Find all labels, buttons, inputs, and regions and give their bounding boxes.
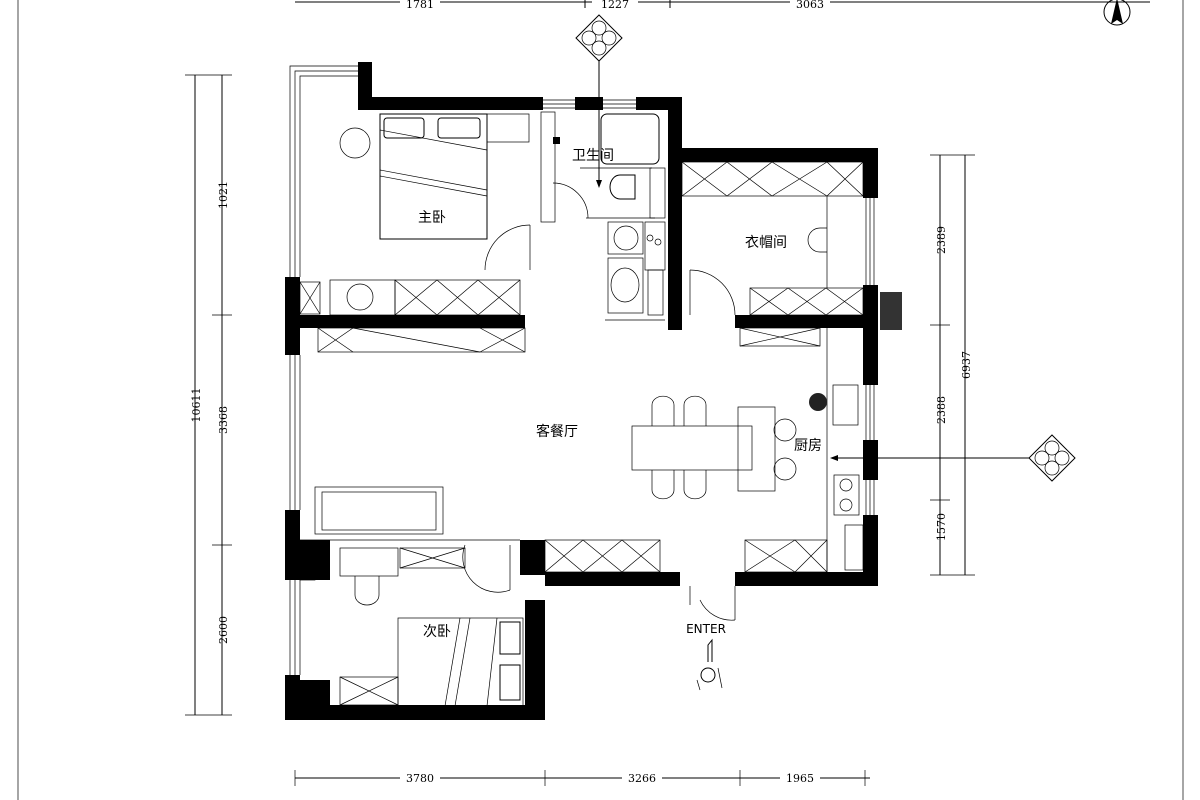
cabinet [744, 539, 828, 573]
room-label-bathroom: 卫生间 [572, 148, 614, 164]
drawing-frame [17, 0, 1184, 800]
chair [807, 227, 827, 253]
bathroom-fixtures [540, 111, 666, 321]
room-label-second-bedroom: 次卧 [423, 624, 451, 640]
right-dimension-lines: 2389 2388 1570 6937 [930, 154, 975, 576]
person-icon [696, 638, 723, 691]
dim-left-1: 1021 [217, 181, 230, 209]
second-bedroom-furniture [299, 544, 524, 707]
ac-unit [880, 292, 902, 330]
person-icon [809, 393, 827, 411]
living-dining-furniture [300, 327, 864, 573]
cloakroom-furniture [681, 161, 902, 330]
dim-left-2: 3368 [217, 406, 230, 434]
kitchen-island [737, 406, 776, 492]
left-dimension-lines: 10611 1021 3368 2600 [185, 74, 232, 716]
basin [610, 267, 640, 303]
dim-top-1: 1781 [406, 0, 434, 11]
dim-left-total: 10611 [190, 388, 203, 423]
bathtub [600, 113, 660, 165]
lamp [339, 127, 371, 159]
door-swing [484, 224, 531, 271]
desk [339, 547, 399, 577]
dim-right-3: 1570 [935, 513, 948, 541]
walls [285, 62, 878, 720]
entrance-label: ENTER [686, 622, 726, 636]
wardrobe [394, 279, 521, 316]
dim-top-3: 3063 [796, 0, 824, 11]
entry-door [689, 586, 736, 621]
double-bed [379, 113, 488, 240]
stool [773, 418, 797, 442]
dim-bottom-3: 1965 [786, 772, 814, 785]
washer [613, 225, 639, 251]
section-marker-icon [575, 14, 623, 188]
sink [832, 384, 859, 426]
nightstand [486, 113, 530, 143]
dim-right-2: 2388 [935, 396, 948, 424]
chairs [651, 395, 707, 426]
chair [354, 576, 380, 606]
door-swing [552, 182, 589, 219]
shower-icon [553, 137, 560, 144]
door-swing [689, 269, 736, 316]
stool [773, 457, 797, 481]
bottom-dimension-lines: 3780 3266 1965 [294, 770, 870, 786]
dim-bottom-2: 3266 [628, 772, 656, 785]
chairs [651, 470, 707, 500]
pillow [437, 117, 481, 139]
wardrobe [681, 161, 864, 197]
door-swing [462, 544, 511, 593]
dim-top-2: 1227 [601, 0, 629, 11]
room-label-master-bedroom: 主卧 [418, 210, 446, 226]
dim-bottom-1: 3780 [406, 772, 434, 785]
room-label-cloakroom: 衣帽间 [745, 235, 787, 251]
north-arrow-icon [1103, 0, 1131, 26]
toilet-icon [609, 174, 636, 200]
room-label-living-dining: 客餐厅 [536, 423, 578, 440]
shoe-cabinet [544, 539, 661, 573]
cabinet [749, 287, 864, 316]
windows [289, 65, 875, 675]
dining-table [631, 425, 753, 471]
sofa [314, 486, 444, 535]
dim-right-1: 2389 [935, 226, 948, 254]
pillow [383, 117, 425, 139]
cabinet [317, 327, 526, 353]
bed [397, 617, 524, 707]
room-label-kitchen: 厨房 [794, 438, 822, 454]
stove [833, 474, 860, 516]
master-bedroom-furniture [299, 113, 531, 316]
dim-left-3: 2600 [217, 616, 230, 644]
dim-right-total: 6937 [960, 351, 973, 379]
top-dimension-line: 1781 1227 3063 [295, 0, 1150, 11]
